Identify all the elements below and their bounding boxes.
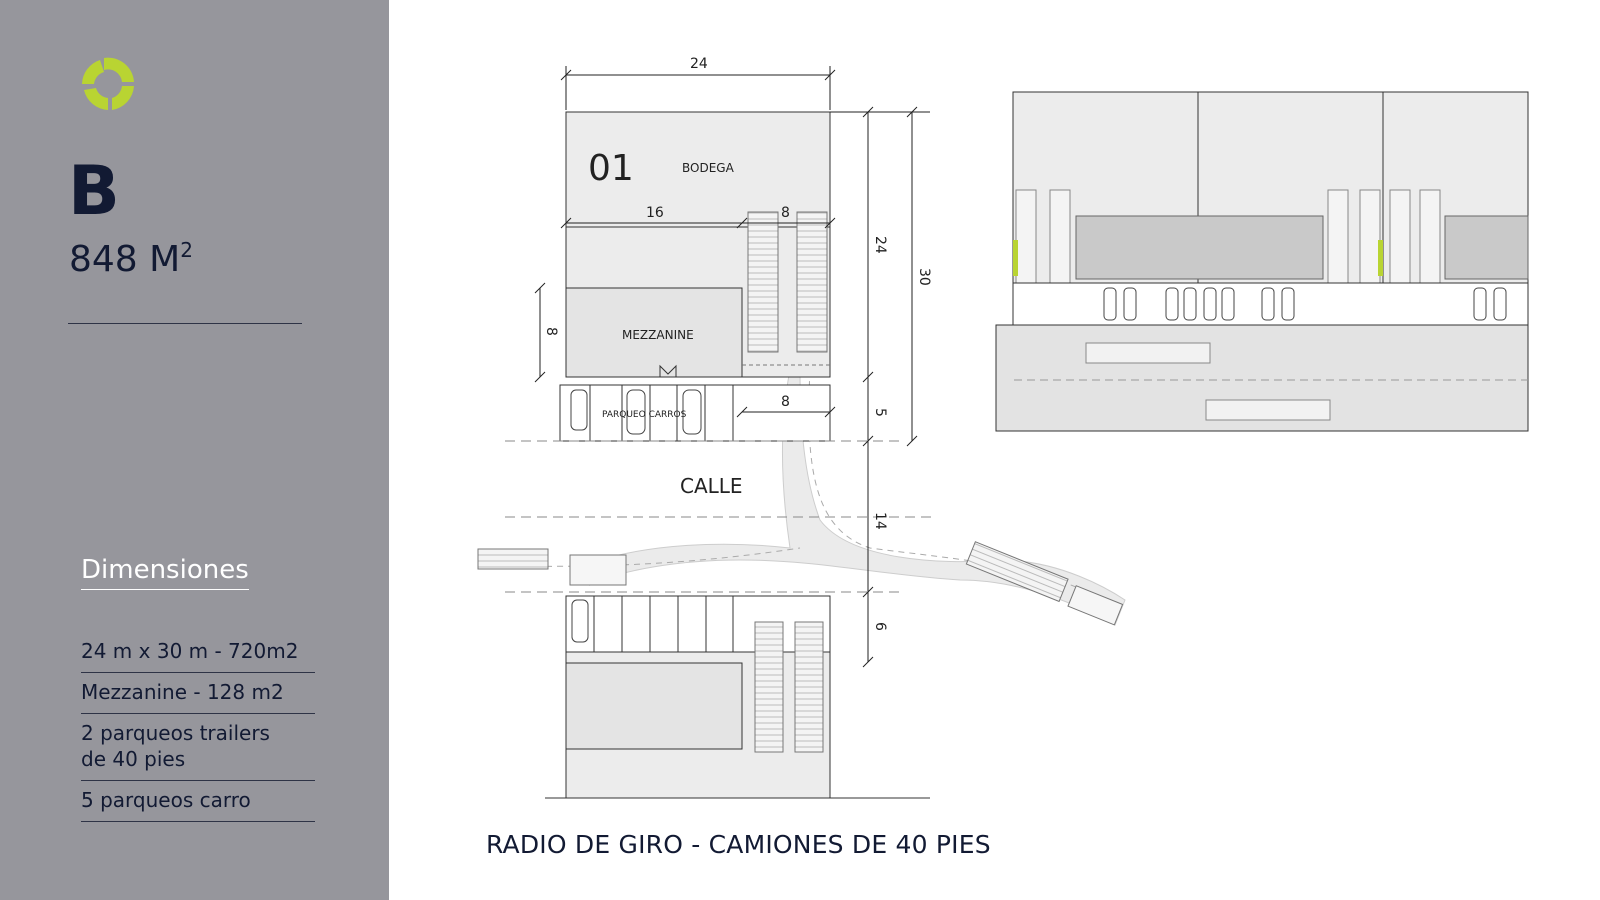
dimension-item-cars: 5 parqueos carro [81, 781, 315, 822]
car-icon [571, 599, 589, 643]
mezzanine-label: MEZZANINE [622, 328, 694, 342]
dimension-item-mezzanine: Mezzanine - 128 m2 [81, 673, 315, 714]
dimension-text: 5 parqueos carro [81, 788, 251, 812]
car-icon [570, 389, 588, 431]
accent-marker [1013, 240, 1018, 276]
sidebar: B 848 M2 Dimensiones 24 m x 30 m - 720m2… [0, 0, 389, 900]
truck-bay [796, 211, 828, 353]
dimension-bodega-width: 16 [646, 205, 664, 221]
lot-area-superscript: 2 [180, 238, 193, 262]
accent-marker [1378, 240, 1383, 276]
divider [68, 323, 302, 324]
dimensions-heading: Dimensiones [81, 556, 249, 590]
dimension-lines [534, 66, 930, 668]
unit-number: 01 [588, 148, 634, 189]
mezzanine-area [565, 287, 743, 378]
bodega-area [565, 111, 831, 228]
dimension-item-area: 24 m x 30 m - 720m2 [81, 632, 315, 673]
dimension-truck-bay: 8 [781, 205, 790, 221]
dimension-lower-bay: 8 [781, 394, 790, 410]
dimension-text: Mezzanine - 128 m2 [81, 680, 284, 704]
dimension-parking: 5 [872, 408, 888, 417]
dimensions-list: 24 m x 30 m - 720m2 Mezzanine - 128 m2 2… [81, 632, 315, 822]
dimension-text: de 40 pies [81, 747, 186, 771]
street-elevation [995, 91, 1529, 432]
turning-path-centerline [808, 369, 1111, 606]
dimension-mezzanine: 8 [543, 327, 559, 336]
truck-bay [747, 211, 779, 353]
street-label: CALLE [680, 474, 743, 498]
truck-icon [1085, 342, 1211, 364]
logo-icon [82, 57, 134, 110]
dimension-depth-total: 30 [916, 268, 932, 286]
plan-caption: RADIO DE GIRO - CAMIONES DE 40 PIES [486, 830, 991, 859]
truck-icon [477, 548, 549, 570]
site-plan-diagram: 01 BODEGA MEZZANINE PARQUEO CARROS CALLE [477, 56, 1529, 799]
car-icon [626, 389, 646, 435]
dimension-width-top: 24 [690, 56, 708, 72]
lot-area-value: 848 M [69, 239, 181, 280]
dimension-text: 24 m x 30 m - 720m2 [81, 639, 299, 663]
parking-label: PARQUEO CARROS [602, 410, 687, 420]
truck-icon [965, 541, 1124, 626]
turning-path-centerline [479, 547, 801, 567]
dimension-opposite: 6 [872, 622, 888, 631]
car-icon [682, 389, 702, 435]
lot-area: 848 M2 [69, 240, 193, 278]
dimension-text: 2 parqueos trailers [81, 721, 270, 745]
truck-bay [754, 621, 784, 753]
bodega-label: BODEGA [682, 161, 735, 175]
truck-icon [569, 554, 627, 586]
truck-icon [1205, 399, 1331, 421]
dimension-street: 14 [872, 512, 888, 530]
lot-letter: B [68, 152, 120, 231]
door-icon [659, 364, 677, 377]
opposite-parking [565, 595, 831, 653]
truck-bay [794, 621, 824, 753]
opposite-mezzanine [565, 662, 743, 750]
dimension-depth-bodega: 24 [872, 236, 888, 254]
